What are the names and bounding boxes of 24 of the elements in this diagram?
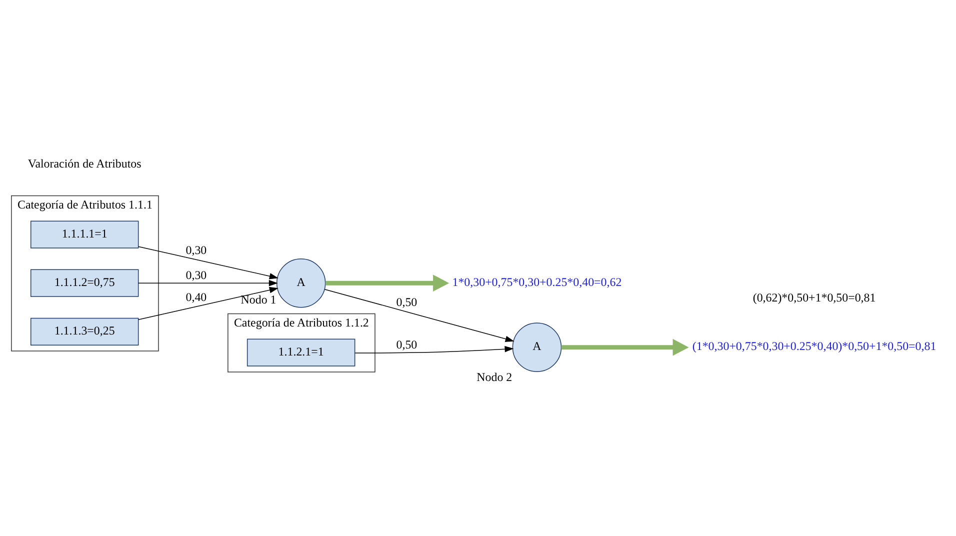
node-label: Nodo 1 — [240, 292, 276, 306]
node-box: 1.1.1.2=0,75 — [30, 269, 139, 297]
edge-label: 0,30 — [186, 242, 207, 257]
arrow — [138, 280, 278, 286]
node-label: Nodo 2 — [476, 370, 512, 384]
node-circle: A — [276, 258, 326, 308]
node-box: 1.1.1.3=0,25 — [30, 318, 139, 346]
edge-label: 0,50 — [396, 295, 418, 310]
node-box: 1.1.2.1=1 — [246, 338, 356, 366]
node-circle: A — [512, 322, 562, 372]
edge-label: 0,50 — [396, 338, 418, 352]
edge-label: 0,40 — [186, 290, 207, 304]
edge-label: 0,30 — [186, 268, 207, 282]
arrow — [138, 286, 278, 320]
node-text: 1*0,30+0,75*0,30+0.25*0,40=0,62 — [452, 274, 622, 289]
label: (0,62)*0,50+1*0,50=0,81 — [752, 290, 876, 305]
arrow — [354, 346, 514, 354]
arrow — [325, 274, 450, 292]
arrow — [138, 246, 278, 280]
label: Valoración de Atributos — [28, 156, 142, 170]
arrow — [561, 338, 689, 356]
node-text: (1*0,30+0,75*0,30+0.25*0,40)*0,50+1*0,50=0,81 — [692, 339, 936, 354]
node-box: 1.1.1.1=1 — [30, 220, 139, 248]
arrow — [324, 289, 514, 342]
